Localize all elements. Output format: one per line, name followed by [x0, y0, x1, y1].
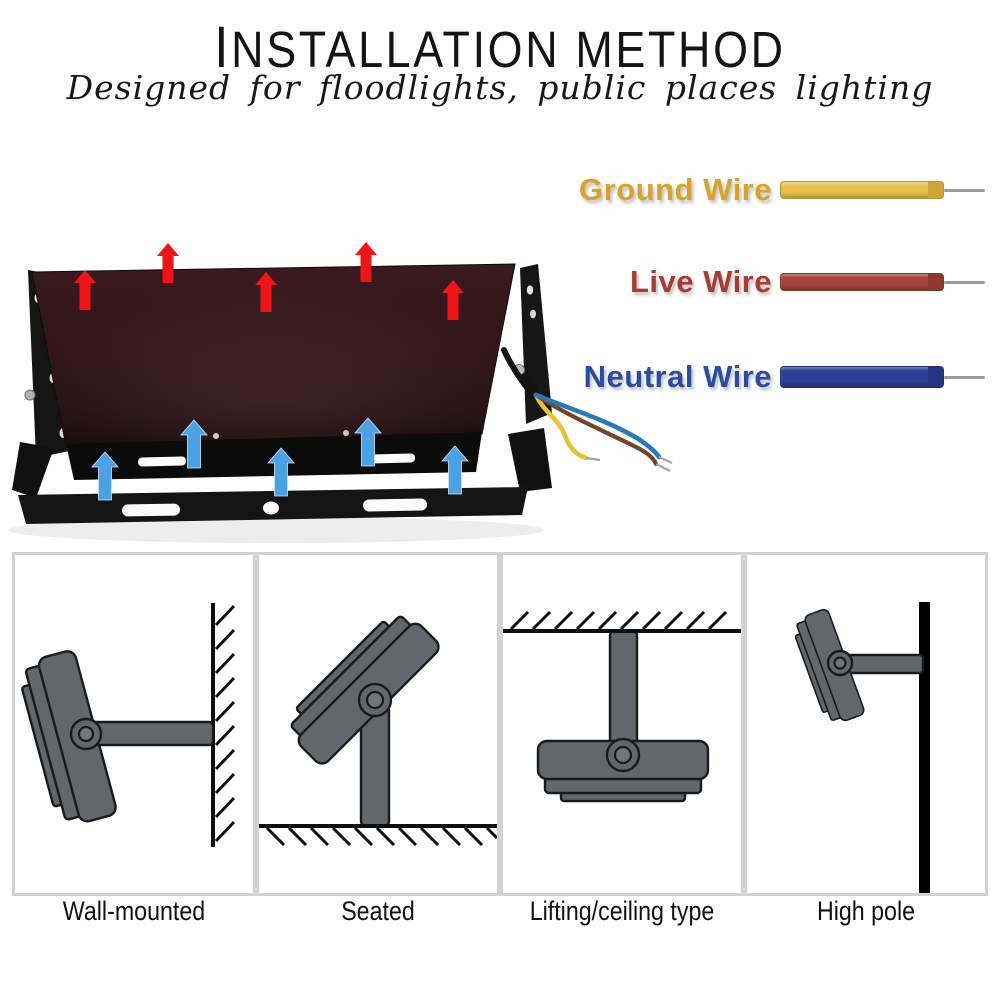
bracket-slot	[122, 503, 180, 517]
ground-wire-strand	[533, 392, 589, 461]
lifting-ceiling-diagram	[503, 610, 741, 803]
neutral-wire-swatch	[780, 366, 985, 388]
photo-shadow	[8, 517, 544, 543]
bracket-right-arm	[508, 428, 552, 492]
pivot-pin	[833, 656, 847, 670]
page-subtitle: Designed for floodlights, public places …	[66, 68, 934, 107]
wall-mounted-diagram	[15, 603, 236, 847]
label-seated: Seated	[341, 896, 415, 926]
wire-legend-row-live: Live Wire	[538, 260, 998, 304]
mounting-arm	[839, 653, 925, 675]
flange-hole	[526, 285, 534, 295]
neutral-wire-cap	[928, 367, 943, 387]
pivot-pin	[613, 745, 633, 765]
mounting-panel-lifting-ceiling	[500, 552, 744, 896]
live-wire-lead	[944, 280, 985, 284]
wire-tip	[658, 456, 673, 464]
neutral-wire-bar	[780, 366, 944, 388]
label-lifting-ceiling: Lifting/ceiling type	[529, 896, 715, 926]
neutral-wire-strand	[533, 392, 662, 460]
bracket-hole	[263, 501, 279, 515]
floodlight-product-photo	[8, 242, 673, 543]
wire-tip	[655, 463, 671, 472]
mounting-labels-row: Wall-mounted Seated Lifting/ceiling type…	[12, 896, 988, 927]
mounting-methods-strip	[12, 552, 988, 896]
mounting-arm	[81, 720, 215, 747]
bracket-left-arm	[12, 442, 54, 498]
live-wire-swatch	[780, 273, 985, 291]
ground-wire-swatch	[780, 181, 985, 199]
neutral-wire-lead	[944, 375, 985, 379]
page-title: INSTALLATION METHOD	[214, 15, 786, 80]
ground-wire-cap	[928, 182, 943, 198]
screw	[213, 433, 219, 439]
vent-slot	[367, 453, 416, 464]
seated-diagram	[259, 603, 497, 847]
mounting-panel-high-pole	[744, 552, 988, 896]
wire-legend-row-ground: Ground Wire	[538, 168, 998, 212]
pivot-pin	[365, 690, 385, 710]
wire-tip	[585, 456, 601, 462]
flange-hole	[530, 309, 536, 319]
hinge-bolt	[24, 389, 36, 401]
live-wire-bar	[780, 273, 944, 291]
ground-hatching	[265, 826, 497, 847]
label-wall-mounted: Wall-mounted	[62, 896, 206, 926]
high-pole-diagram	[789, 602, 930, 893]
wire-legend-row-neutral: Neutral Wire	[538, 355, 998, 399]
live-wire-cap	[928, 274, 943, 290]
ground-wire-lead	[944, 188, 985, 192]
pole	[919, 602, 930, 893]
vent-slot	[138, 456, 187, 467]
label-high-pole: High pole	[816, 896, 916, 926]
bracket-slot	[363, 498, 427, 512]
ground-wire-bar	[780, 181, 944, 199]
panel-glow	[32, 264, 515, 446]
pivot-pin	[77, 725, 95, 743]
ceiling-hatching	[509, 610, 728, 631]
neutral-wire-label: Neutral Wire	[583, 359, 772, 394]
wall-hatching	[214, 604, 236, 843]
mounting-panel-seated	[256, 552, 500, 896]
mounting-panel-wall-mounted	[12, 552, 256, 896]
ground-wire-label: Ground Wire	[579, 172, 772, 207]
live-wire-label: Live Wire	[629, 264, 772, 299]
live-wire-strand	[533, 392, 659, 467]
screw	[343, 430, 349, 436]
